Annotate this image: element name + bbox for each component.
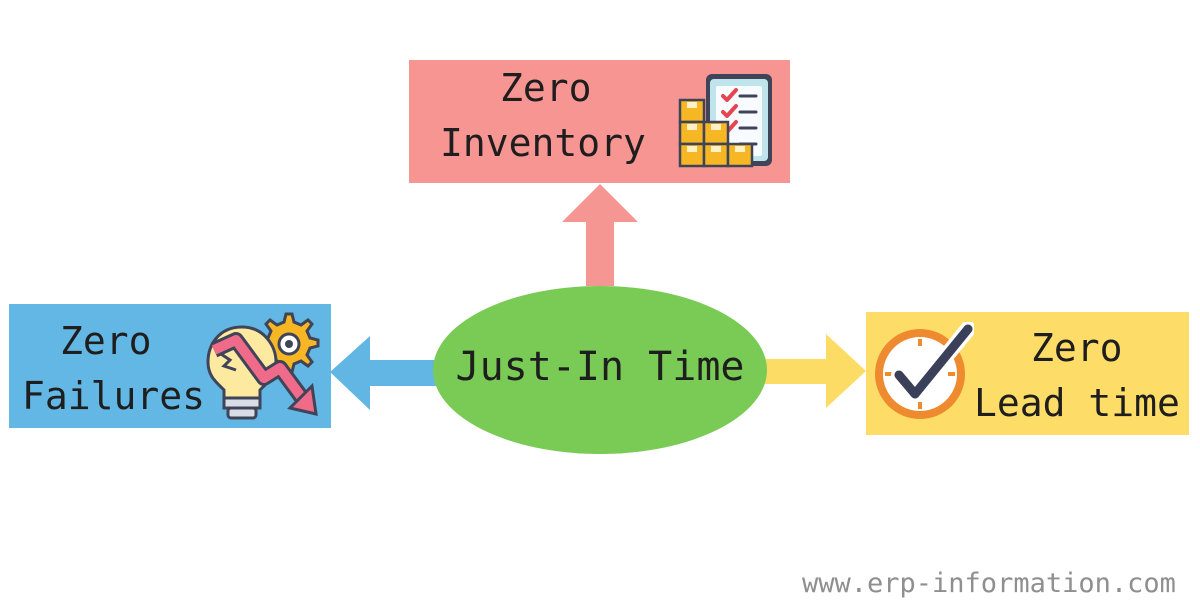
zero-inventory-line2: Inventory xyxy=(440,121,646,165)
zero-inventory-line1: Zero xyxy=(500,66,592,110)
just-in-time-label: Just-In Time xyxy=(455,344,745,390)
arrow-left xyxy=(330,336,436,410)
zero-failures-line1: Zero xyxy=(60,319,152,363)
zero-lead-time-line2: Lead time xyxy=(974,381,1180,425)
just-in-time-ellipse xyxy=(433,286,767,454)
website-watermark: www.erp-information.com xyxy=(802,568,1176,599)
arrow-up xyxy=(562,184,638,286)
zero-failures-line2: Failures xyxy=(22,374,206,418)
inventory-checklist-icon xyxy=(678,74,772,168)
arrow-right xyxy=(760,334,866,408)
zero-lead-time-line1: Zero xyxy=(1031,326,1123,370)
broken-idea-gear-icon xyxy=(206,312,320,420)
clock-check-icon xyxy=(875,322,974,419)
